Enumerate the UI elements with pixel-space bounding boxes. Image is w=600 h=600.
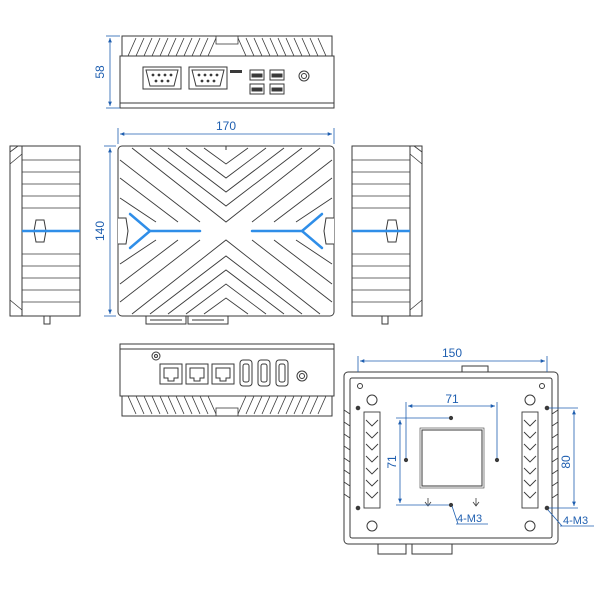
dimension-front-height <box>106 35 120 109</box>
dimension-mount-spacing <box>549 407 578 509</box>
top-view-fins <box>119 147 333 315</box>
dimension-vesa-vertical <box>396 417 449 506</box>
dimension-base-width-label: 150 <box>442 346 462 360</box>
dimension-top-width-label: 170 <box>216 119 236 133</box>
usb-port-block-2 <box>269 69 285 95</box>
top-view <box>117 145 335 325</box>
ethernet-port-2 <box>185 363 209 385</box>
bottom-view <box>343 365 559 555</box>
dimension-top-depth <box>104 145 116 317</box>
hdmi-port-2 <box>257 359 271 387</box>
dc-jack <box>151 351 161 361</box>
dimension-top-depth-label: 140 <box>93 221 107 241</box>
front-view-top-fins <box>127 35 327 57</box>
left-side-view <box>9 145 81 325</box>
bottom-view-left-rail <box>363 411 381 509</box>
base-screw-leader <box>547 509 594 527</box>
dimension-vesa-horizontal <box>405 402 498 458</box>
antenna-connector <box>296 370 308 382</box>
usb-port-block-1 <box>249 69 265 95</box>
vesa-screw-leader <box>451 505 488 525</box>
ethernet-port-3 <box>211 363 235 385</box>
dimension-mount-spacing-label: 80 <box>559 455 573 469</box>
serial-port-1 <box>142 66 182 90</box>
dimension-front-height-label: 58 <box>93 65 107 79</box>
hdmi-port-1 <box>239 359 253 387</box>
dimension-vesa-vertical-label: 71 <box>385 455 399 469</box>
hdmi-port-3 <box>275 359 289 387</box>
top-view-bottom-ports <box>145 315 229 325</box>
base-screw-label: 4-M3 <box>563 515 588 527</box>
ethernet-port-1 <box>159 363 183 385</box>
top-view-led-strip <box>128 212 324 250</box>
vesa-screw-label: 4-M3 <box>457 513 482 525</box>
power-button <box>298 70 310 82</box>
right-side-view <box>351 145 423 325</box>
rear-view-fins <box>127 395 327 417</box>
dimension-base-width <box>357 356 548 372</box>
rear-view-body <box>119 343 335 397</box>
dimension-vesa-horizontal-label: 71 <box>445 392 459 406</box>
serial-port-2 <box>188 66 228 90</box>
front-view <box>119 35 335 109</box>
dimension-top-width <box>117 128 335 144</box>
rear-view <box>119 343 335 417</box>
vesa-plate <box>421 429 483 487</box>
bottom-view-right-rail <box>521 411 539 509</box>
